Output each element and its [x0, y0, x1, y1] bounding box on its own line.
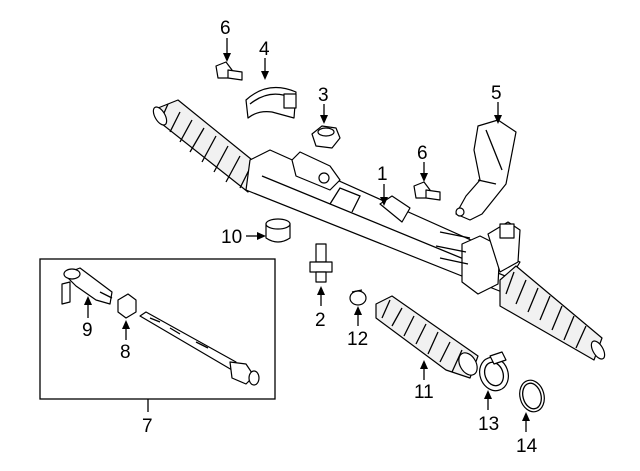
- label-part-3: 3: [318, 85, 329, 106]
- mount-bushing-part: [265, 218, 291, 243]
- label-part-9: 9: [82, 320, 93, 341]
- right-bellows-boot: [499, 265, 606, 361]
- steering-rack-assembly: [152, 99, 606, 361]
- hex-nut-part: [311, 125, 341, 149]
- small-clamp-part: [349, 289, 367, 306]
- label-part-11: 11: [414, 382, 434, 403]
- label-part-2: 2: [315, 310, 326, 331]
- rack-mount-right: [379, 195, 411, 223]
- long-bolt-part: [309, 243, 333, 283]
- left-bellows-boot: [152, 99, 263, 193]
- washer-ring-part: [519, 379, 545, 413]
- label-part-10: 10: [221, 227, 242, 248]
- label-part-1: 1: [377, 164, 388, 185]
- label-part-13: 13: [478, 414, 499, 435]
- jam-nut-part: [117, 293, 137, 319]
- arrow-icon: [84, 38, 530, 432]
- tie-rod-end-part: [61, 267, 113, 305]
- clamp-ring-part: [479, 351, 509, 392]
- heat-shield-part: [455, 119, 517, 221]
- label-part-4: 4: [259, 39, 270, 60]
- label-part-14: 14: [516, 436, 538, 457]
- pinion-valve-housing: [435, 221, 521, 295]
- bolt-lower-part: [413, 181, 441, 201]
- bolt-upper-part: [215, 61, 243, 81]
- label-part-5: 5: [491, 83, 502, 104]
- label-part-12: 12: [347, 329, 368, 350]
- inner-tie-rod-part: [139, 311, 260, 386]
- tie-rod-kit-box: [39, 258, 276, 400]
- label-part-6-lower: 6: [417, 143, 428, 164]
- mount-bracket-part: [245, 86, 297, 119]
- label-part-8: 8: [120, 342, 131, 363]
- label-part-6-upper: 6: [220, 18, 231, 39]
- steering-boot-part: [375, 295, 479, 379]
- label-part-7: 7: [142, 416, 153, 437]
